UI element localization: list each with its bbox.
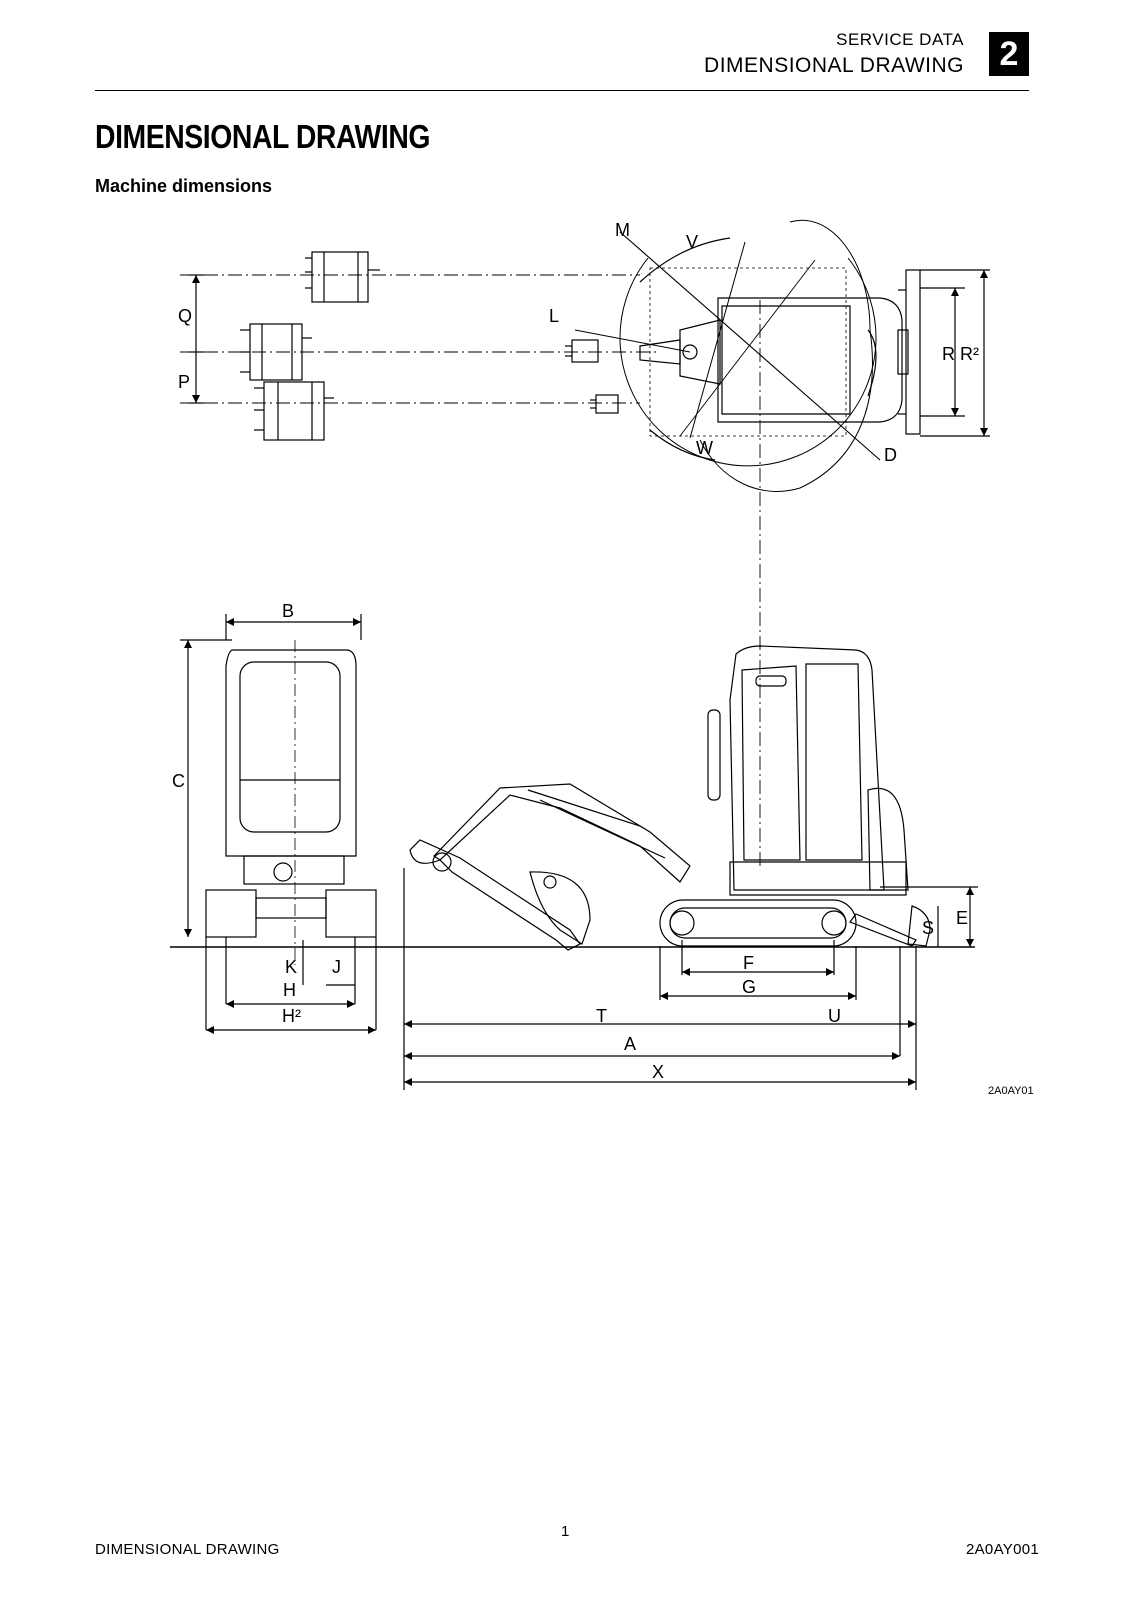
header-rule <box>95 90 1029 91</box>
label-q: Q <box>178 306 192 326</box>
header-section: SERVICE DATA <box>836 30 964 49</box>
label-c: C <box>172 771 185 791</box>
label-d: D <box>884 445 897 465</box>
label-s: S <box>922 918 934 938</box>
label-h2: H² <box>282 1006 301 1026</box>
label-b: B <box>282 601 294 621</box>
label-g: G <box>742 977 756 997</box>
label-u: U <box>828 1006 841 1026</box>
label-k: K <box>285 957 297 977</box>
label-f: F <box>743 953 754 973</box>
bucket-center <box>240 323 312 381</box>
footer-left: DIMENSIONAL DRAWING <box>95 1541 280 1558</box>
front-view <box>180 614 377 1031</box>
page-title: DIMENSIONAL DRAWING <box>95 118 431 155</box>
figure-code: 2A0AY01 <box>988 1085 1034 1097</box>
label-a: A <box>624 1034 636 1054</box>
label-r: R <box>942 344 955 364</box>
bucket-offset-right <box>305 251 380 303</box>
footer-right: 2A0AY001 <box>965 1541 1039 1558</box>
chapter-number-badge: 2 <box>989 32 1029 76</box>
bucket-offset-left <box>254 381 334 441</box>
label-j: J <box>332 957 341 977</box>
label-r2: R² <box>960 344 979 364</box>
label-w: W <box>696 438 713 458</box>
label-e: E <box>956 908 968 928</box>
label-v: V <box>686 232 698 252</box>
page-number: 1 <box>561 1523 570 1540</box>
side-view <box>403 645 978 1090</box>
top-view <box>180 219 990 870</box>
label-p: P <box>178 372 190 392</box>
header-chapter-title: DIMENSIONAL DRAWING <box>704 54 964 77</box>
label-t: T <box>596 1006 607 1026</box>
page-subtitle: Machine dimensions <box>95 176 273 196</box>
label-h: H <box>283 980 296 1000</box>
label-l: L <box>549 306 559 326</box>
label-m: M <box>615 220 630 240</box>
label-x: X <box>652 1062 664 1082</box>
